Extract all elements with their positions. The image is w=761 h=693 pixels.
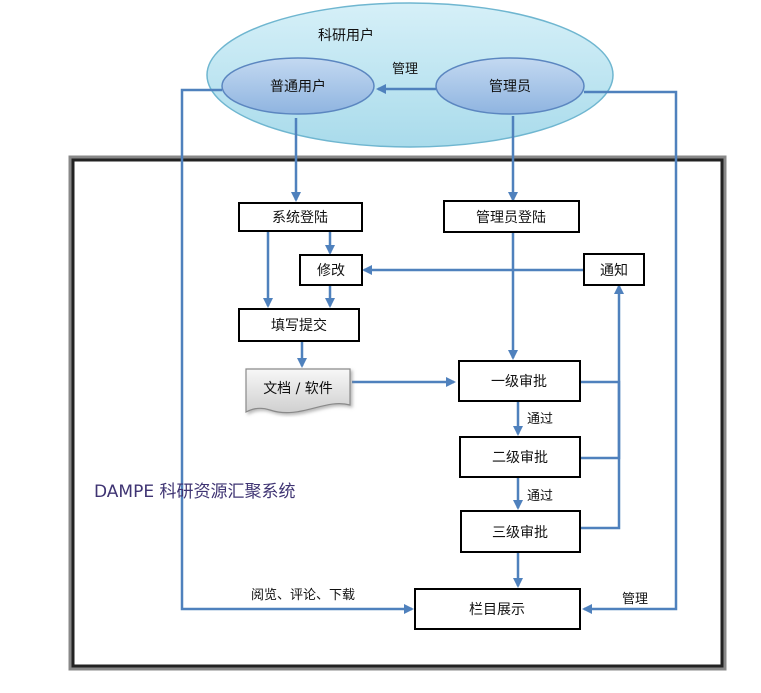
connectors xyxy=(180,84,678,614)
doc-shape: 文档 / 软件 xyxy=(245,368,351,414)
system-title: DAMPE 科研资源汇聚系统 xyxy=(94,482,296,502)
edge-label-manage-top: 管理 xyxy=(392,62,418,77)
admin-label: 管理员 xyxy=(489,79,531,95)
box-fill-submit: 填写提交 xyxy=(238,308,360,342)
box-approve1: 一级审批 xyxy=(458,360,581,402)
normal-user-label: 普通用户 xyxy=(270,78,326,95)
arrow-admin-to-display xyxy=(582,90,678,614)
box-system-login: 系统登陆 xyxy=(238,202,363,232)
approve1-label: 一级审批 xyxy=(491,374,547,390)
edge-label-browse: 阅览、评论、下载 xyxy=(251,587,355,603)
fill-submit-label: 填写提交 xyxy=(271,317,327,334)
edge-label-manage-right: 管理 xyxy=(622,592,648,607)
system-login-label: 系统登陆 xyxy=(272,210,328,226)
admin-node: 管理员 xyxy=(435,57,585,115)
notify-label: 通知 xyxy=(600,262,628,279)
edge-label-pass1: 通过 xyxy=(527,412,553,427)
user-group-label: 科研用户 xyxy=(318,27,374,44)
approve2-label: 二级审批 xyxy=(492,450,548,466)
box-notify: 通知 xyxy=(583,253,645,286)
edge-label-pass2: 通过 xyxy=(527,489,553,504)
feedback-to-notify xyxy=(580,284,624,530)
modify-label: 修改 xyxy=(317,263,345,279)
system-frame xyxy=(68,155,727,671)
box-approve2: 二级审批 xyxy=(459,436,581,478)
box-admin-login: 管理员登陆 xyxy=(443,200,580,233)
column-display-label: 栏目展示 xyxy=(469,602,525,618)
arrow-user-to-display xyxy=(180,88,414,614)
approve3-label: 三级审批 xyxy=(492,525,548,541)
box-approve3: 三级审批 xyxy=(460,510,581,553)
box-modify: 修改 xyxy=(299,254,363,286)
box-column-display: 栏目展示 xyxy=(414,588,581,630)
document-label: 文档 / 软件 xyxy=(263,381,333,397)
admin-login-label: 管理员登陆 xyxy=(476,210,546,226)
normal-user-node: 普通用户 xyxy=(221,57,375,115)
feedback-approve1-approve2 xyxy=(580,380,621,460)
